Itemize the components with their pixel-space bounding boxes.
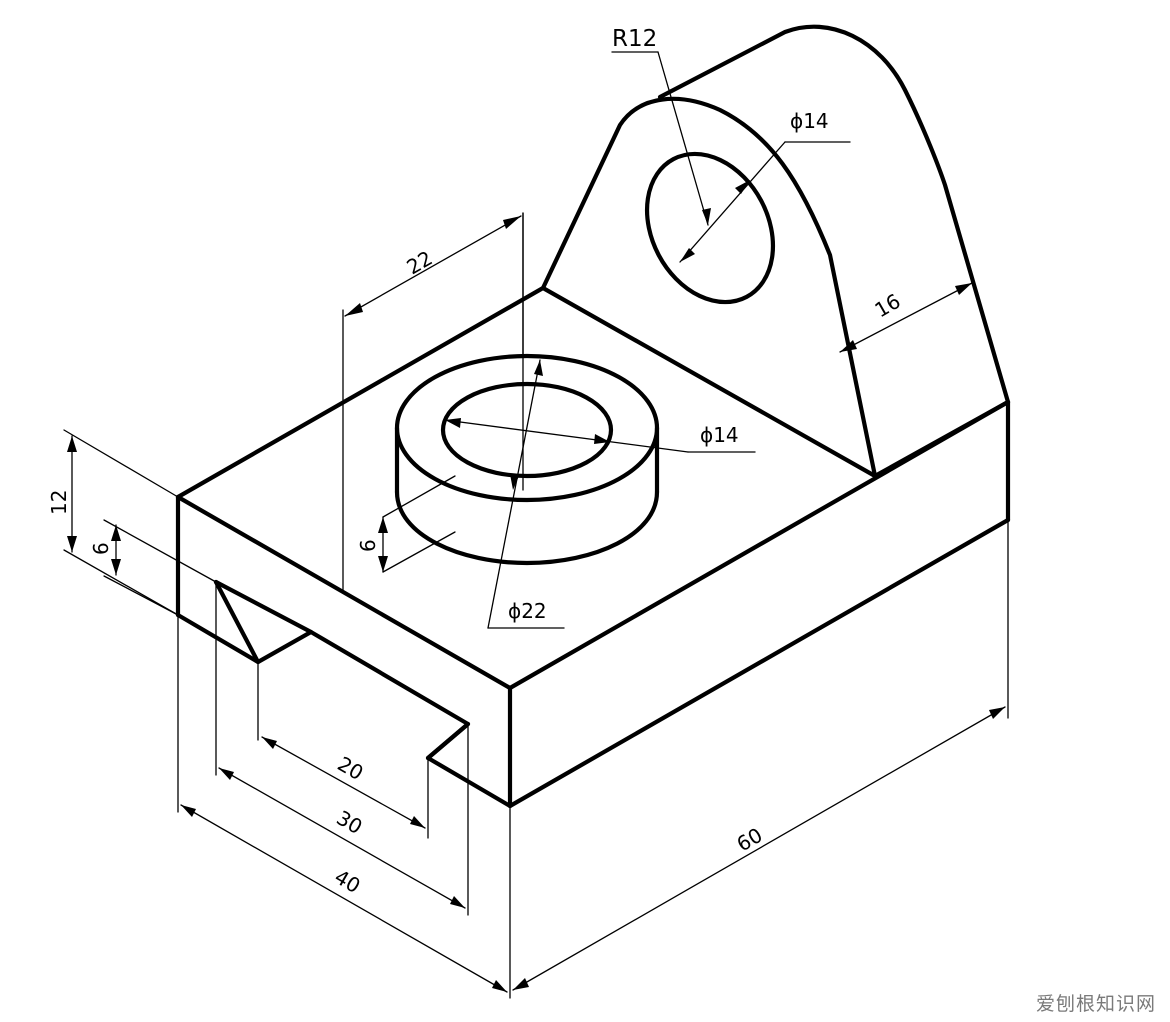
label-boss-height: 6 — [356, 539, 380, 552]
dim12-ext-bottom — [63, 549, 179, 616]
arrow-hole-top — [735, 180, 750, 194]
label-dim22: 22 — [403, 246, 437, 280]
arrowheads — [67, 180, 1005, 992]
dim16-line — [839, 282, 973, 353]
arrow-dim60-right — [989, 707, 1005, 719]
ear-hole — [644, 151, 776, 305]
ear-back-outline — [657, 24, 1011, 405]
arrow-dim20-left — [262, 737, 277, 749]
base-left-bottom-with-slot — [175, 612, 513, 809]
dim6-ext-top — [103, 519, 217, 583]
slot-opening — [213, 579, 261, 665]
arrow-dim6-bottom — [111, 559, 121, 575]
dim60-line — [512, 706, 1006, 991]
arrow-dim16-left — [840, 340, 857, 352]
boss-bottom-curve — [394, 489, 660, 566]
r12-leader — [657, 51, 709, 226]
arrow-dim22-left — [345, 303, 363, 316]
arrow-dim12-top — [67, 436, 77, 452]
label-boss-dia: ϕ22 — [508, 599, 547, 623]
arrow-boss-top — [534, 360, 543, 376]
boss — [394, 353, 660, 566]
slot-inner-edge — [425, 721, 471, 761]
arrow-hole-bottom — [680, 248, 695, 262]
label-hole-dia: ϕ14 — [790, 109, 829, 133]
arrow-dim60-left — [513, 978, 529, 990]
arrow-dim30-right — [450, 896, 465, 908]
slot-top-edge — [213, 579, 314, 635]
arrow-dim16-right — [955, 283, 972, 295]
watermark: 爱刨根知识网 — [1035, 993, 1156, 1015]
arrow-bore-right — [594, 434, 610, 444]
dim12-ext-top — [63, 429, 179, 498]
arrow-bossh-top — [378, 517, 388, 533]
arrow-bore-left — [445, 418, 461, 428]
dim30-line — [218, 767, 466, 909]
arrow-dim30-left — [219, 768, 234, 780]
base-front-top-edge — [175, 399, 1011, 691]
label-dim60: 60 — [733, 823, 767, 857]
dim6-ext-bottom — [103, 575, 179, 616]
label-dim16: 16 — [871, 289, 905, 323]
ear-lug — [540, 24, 1011, 479]
boss-bore — [440, 381, 614, 479]
arrow-bossh-bottom — [378, 556, 388, 572]
arrow-dim12-bottom — [67, 536, 77, 552]
label-r12: R12 — [612, 26, 657, 52]
ear-front-outline — [540, 96, 878, 479]
arrow-boss-bottom — [510, 474, 519, 490]
boss-h-ext1 — [382, 475, 456, 518]
arrow-dim20-right — [410, 816, 425, 828]
bore-dia-line — [444, 419, 689, 453]
label-dim30: 30 — [333, 806, 367, 840]
dim20-line — [261, 736, 426, 829]
boss-dia-line — [487, 359, 541, 629]
label-dim6-left: 6 — [89, 542, 113, 555]
arrow-dim40-left — [181, 805, 196, 817]
base-top-face-edges — [175, 285, 878, 500]
arrow-dim22-right — [503, 216, 521, 229]
dimension-lines — [63, 51, 1009, 999]
arrow-dim40-right — [492, 980, 507, 992]
base-right-bottom-edge — [507, 517, 1011, 809]
hole-dia-line — [679, 141, 786, 263]
label-dim12: 12 — [47, 490, 71, 515]
boss-h-ext2 — [382, 531, 456, 573]
arrow-dim6-top — [111, 525, 121, 541]
dim40-line — [180, 804, 508, 993]
arrow-r12 — [702, 208, 711, 225]
dim22-line — [344, 215, 522, 317]
label-bore-dia: ϕ14 — [700, 423, 739, 447]
